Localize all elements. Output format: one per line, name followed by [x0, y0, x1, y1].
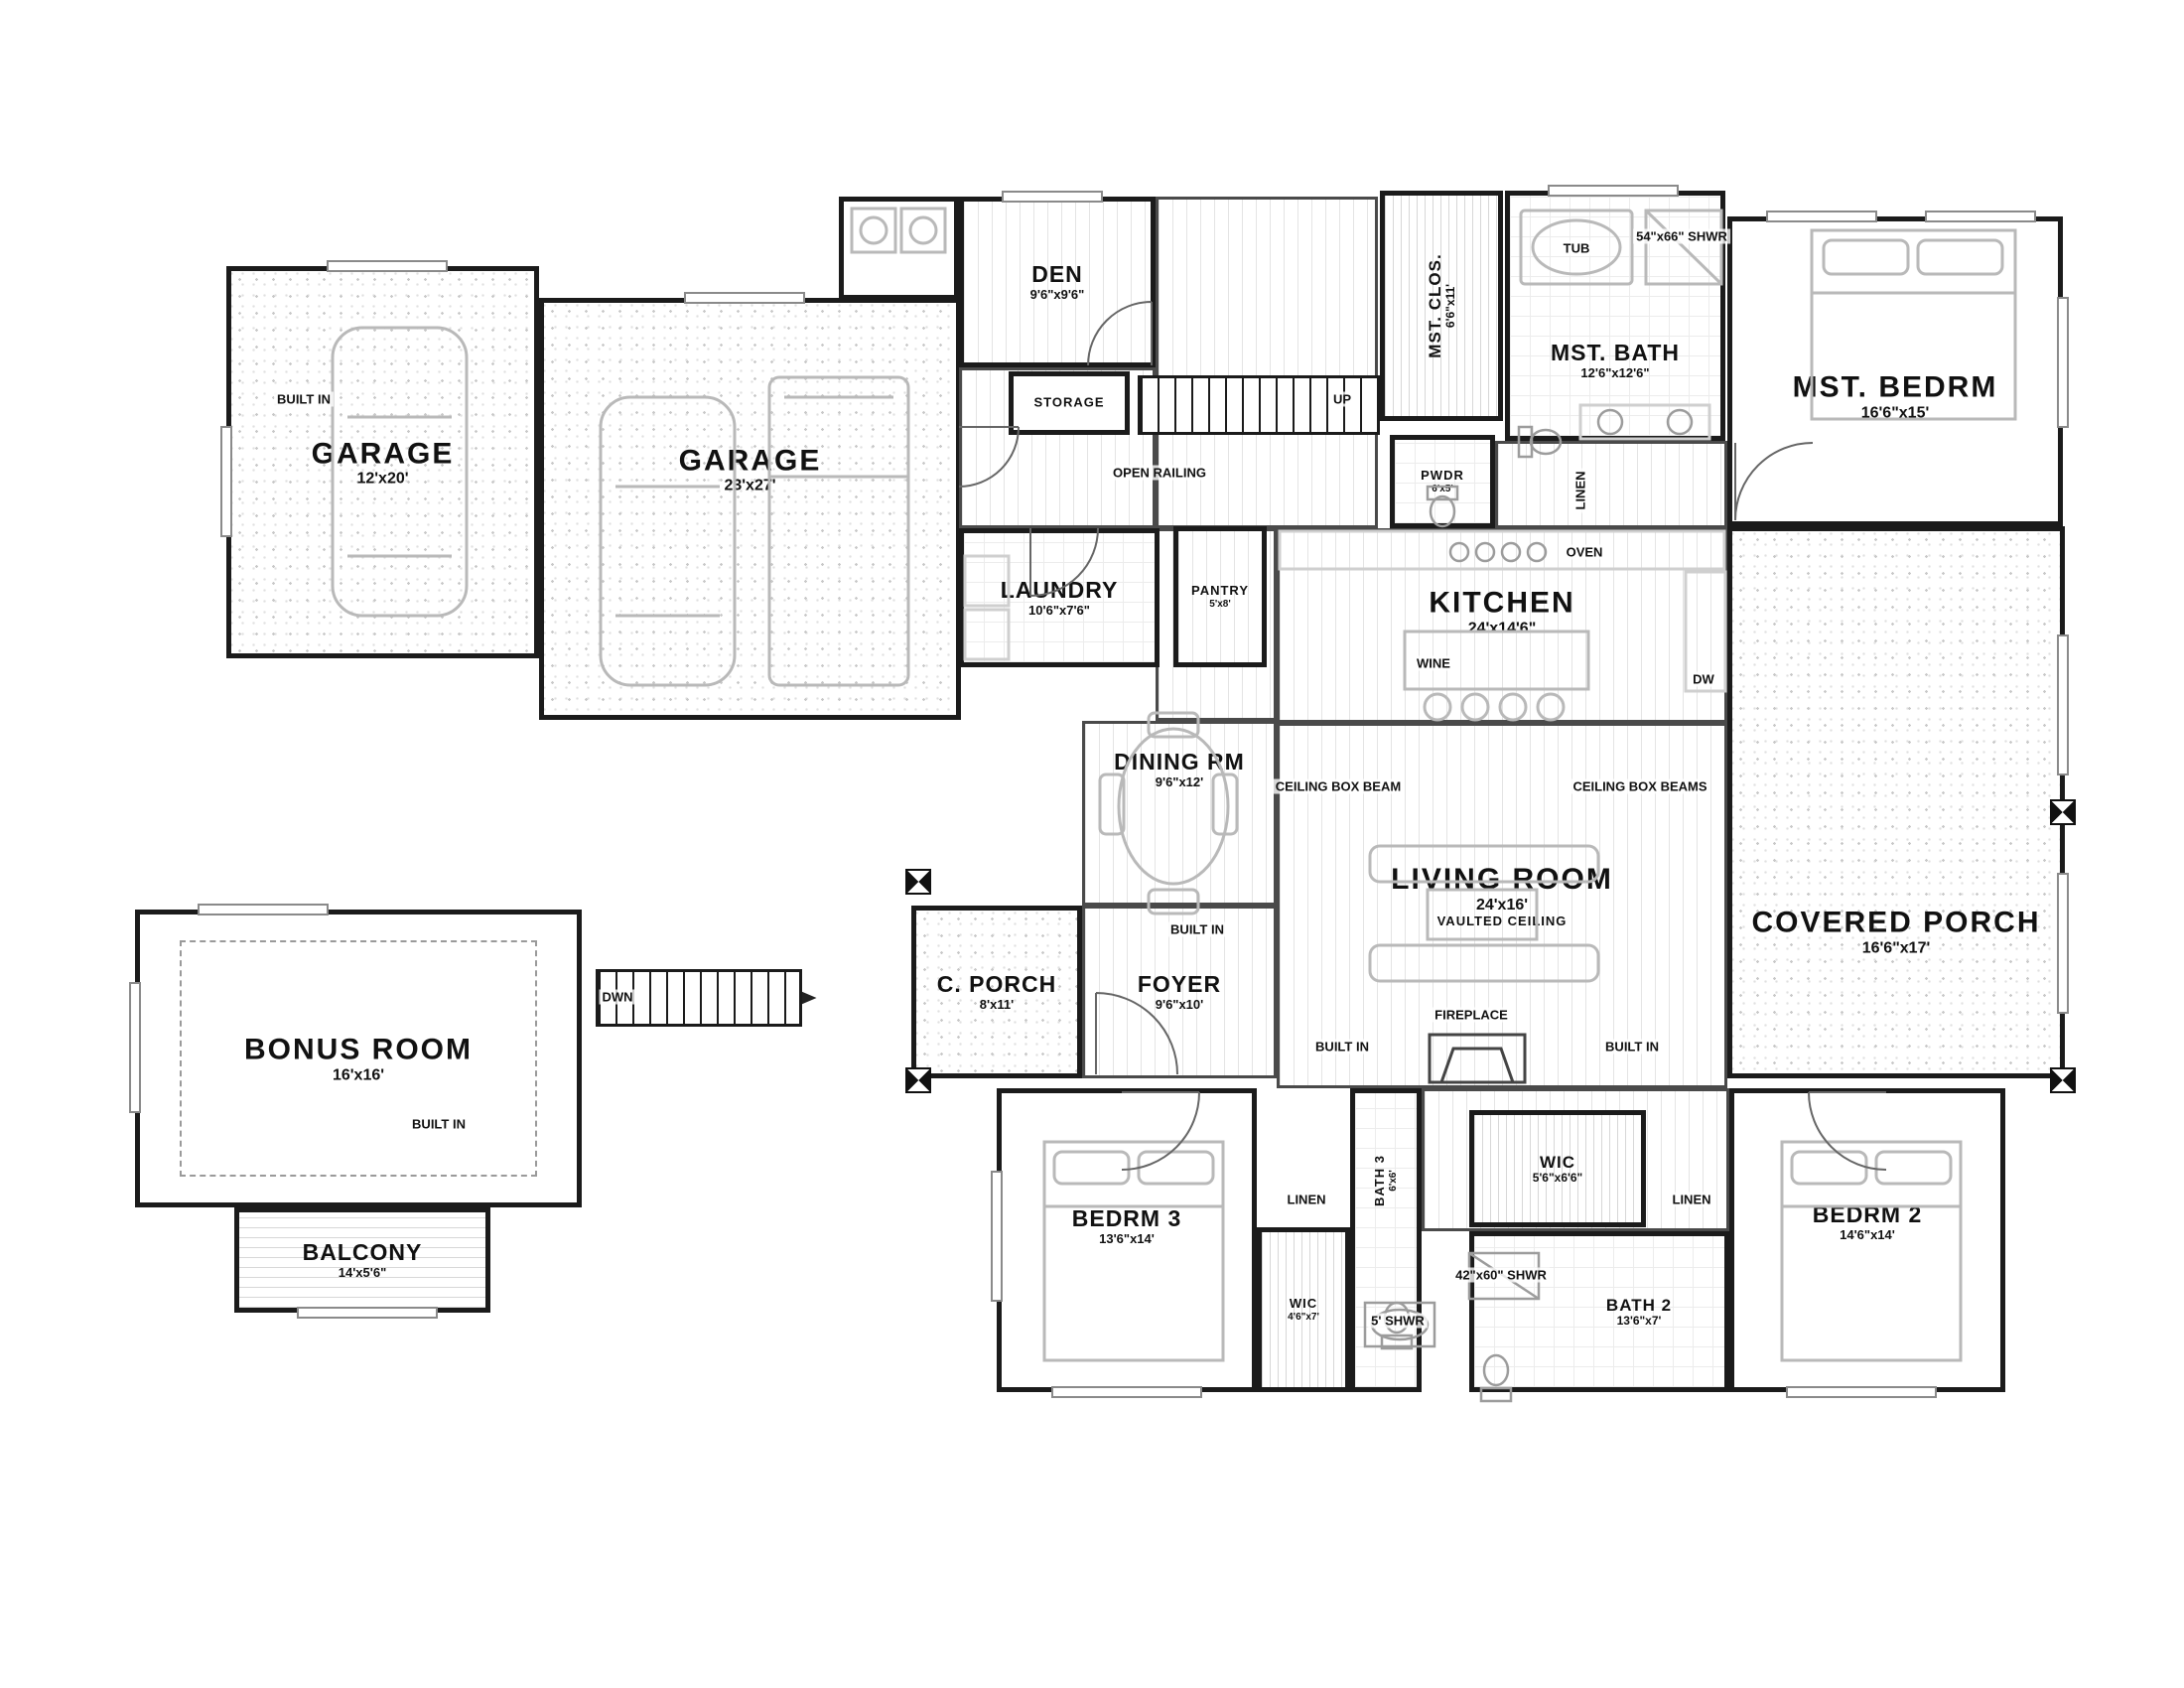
room-dimensions: 13'6"x7' [1616, 1313, 1662, 1328]
room-dimensions: 16'x16' [332, 1065, 385, 1083]
room-dimensions: 4'6"x7' [1288, 1311, 1319, 1323]
ceiling-break-dashed-line [180, 940, 537, 1177]
room-dimensions: 12'6"x12'6" [1580, 364, 1650, 380]
annotation-beam-right: CEILING BOX BEAMS [1570, 778, 1710, 794]
annotation-shwr-master: 54"x66" SHWR [1633, 228, 1730, 244]
room-dimensions: 14'x5'6" [338, 1264, 387, 1280]
room-dimensions: 8'x11' [979, 996, 1015, 1012]
room-dimensions: 23'x27' [724, 477, 776, 494]
room-name: DEN [1031, 260, 1083, 287]
annotation-oven: OVEN [1563, 544, 1606, 560]
room-name: WIC [1289, 1296, 1318, 1312]
annotation-open-railing: OPEN RAILING [1110, 465, 1209, 481]
room-name: STORAGE [1033, 394, 1105, 410]
room-name: WIC [1539, 1152, 1576, 1172]
porch-post-icon [905, 869, 931, 895]
annotation-shwr-5: 5' SHWR [1368, 1313, 1428, 1329]
room-hall5 [1495, 441, 1727, 528]
room-name: BATH 2 [1605, 1295, 1673, 1315]
room-name: C. PORCH [936, 970, 1057, 997]
annotation-dwn-label: DWN [599, 989, 636, 1005]
annotation-linen-bath2: LINEN [1669, 1192, 1714, 1207]
annotation-linen-master: LINEN [1572, 468, 1588, 513]
annotation-built-in-fp-right: BUILT IN [1602, 1039, 1662, 1055]
room-name: COVERED PORCH [1751, 906, 2041, 939]
room-dimensions: 16'6"x17' [1861, 938, 1931, 956]
porch-post-icon [2050, 799, 2076, 825]
room-name: BALCONY [302, 1238, 423, 1265]
annotation-wine: WINE [1414, 655, 1453, 671]
annotation-beam-left: CEILING BOX BEAM [1272, 778, 1405, 794]
room-dimensions: 5'x8' [1209, 598, 1231, 610]
room-dimensions: 9'6"x9'6" [1029, 286, 1085, 302]
room-dimensions: 5'6"x6'6" [1532, 1170, 1583, 1185]
annotation-fireplace: FIREPLACE [1432, 1007, 1511, 1023]
annotation-shwr-42: 42"x60" SHWR [1452, 1267, 1550, 1283]
annotation-dw: DW [1690, 671, 1717, 687]
annotation-linen-bath3: LINEN [1284, 1192, 1329, 1207]
annotation-built-in-garage: BUILT IN [274, 391, 334, 407]
room-name: PANTRY [1191, 583, 1249, 599]
room-dimensions: 10'6"x7'6" [1028, 602, 1090, 618]
annotation-up-label: UP [1329, 391, 1355, 407]
annotation-built-in-foyer: BUILT IN [1167, 921, 1227, 937]
room-mst-clos: MST. CLOS.6'6"x11' [1380, 191, 1503, 421]
annotation-built-in-fp-left: BUILT IN [1312, 1039, 1372, 1055]
room-name: PWDR [1421, 468, 1464, 484]
room-label: STORAGE [1033, 394, 1105, 411]
room-name: BONUS ROOM [244, 1033, 473, 1066]
room-name: KITCHEN [1429, 586, 1575, 620]
porch-post-icon [905, 1067, 931, 1093]
room-name: MST. BATH [1551, 339, 1680, 365]
room-storage: STORAGE [1009, 371, 1130, 435]
annotation-tub: TUB [1560, 240, 1593, 256]
porch-post-icon [2050, 1067, 2076, 1093]
annotation-built-in-bonus: BUILT IN [409, 1116, 469, 1132]
